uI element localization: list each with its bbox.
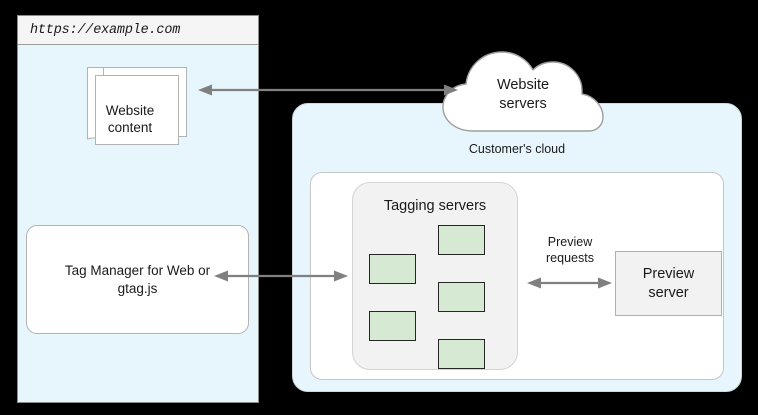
website-content-label: Website content <box>87 84 173 154</box>
tagging-server-chip-3 <box>438 225 485 255</box>
document-page-back-1 <box>95 75 179 145</box>
tagging-server-chip-5 <box>438 339 485 369</box>
website-servers-label: Website servers <box>441 48 605 132</box>
preview-requests-label: Preview requests <box>530 234 610 266</box>
arrow-content-to-website-servers <box>198 84 458 96</box>
tagging-server-chip-2 <box>369 311 416 341</box>
tagging-server-chip-4 <box>438 282 485 312</box>
preview-server-label-line1: Preview <box>642 265 695 282</box>
preview-requests-label-line2: requests <box>546 251 594 265</box>
browser-url-text: https://example.com <box>30 22 181 38</box>
website-content-document-stack: Website content <box>87 67 187 165</box>
tagging-servers-box: Tagging servers <box>352 182 518 370</box>
website-servers-label-line2: servers <box>499 96 547 112</box>
arrow-preview-requests <box>527 277 612 289</box>
preview-requests-label-line1: Preview <box>547 235 593 249</box>
tagging-server-chip-1 <box>369 254 416 284</box>
website-servers-label-line1: Website <box>496 77 550 93</box>
preview-server-box: Preview server <box>615 251 722 316</box>
tagging-servers-title: Tagging servers <box>383 198 487 214</box>
arrow-tagmanager-to-tagging-servers <box>214 270 348 282</box>
website-content-label-line2: content <box>107 120 153 135</box>
customer-cloud-label: Customer's cloud <box>468 142 566 156</box>
tag-manager-label: Tag Manager for Web or gtag.js <box>65 262 210 298</box>
website-servers-cloud: Website servers <box>441 48 605 132</box>
website-content-label-line1: Website <box>105 103 155 118</box>
preview-server-label-line2: server <box>648 284 689 301</box>
tag-manager-box: Tag Manager for Web or gtag.js <box>26 225 249 334</box>
browser-window: https://example.com Website content Tag … <box>17 15 259 403</box>
tag-manager-label-line1: Tag Manager for Web or <box>64 262 211 278</box>
browser-url-bar[interactable]: https://example.com <box>18 16 258 45</box>
tag-manager-label-line2: gtag.js <box>117 280 158 296</box>
